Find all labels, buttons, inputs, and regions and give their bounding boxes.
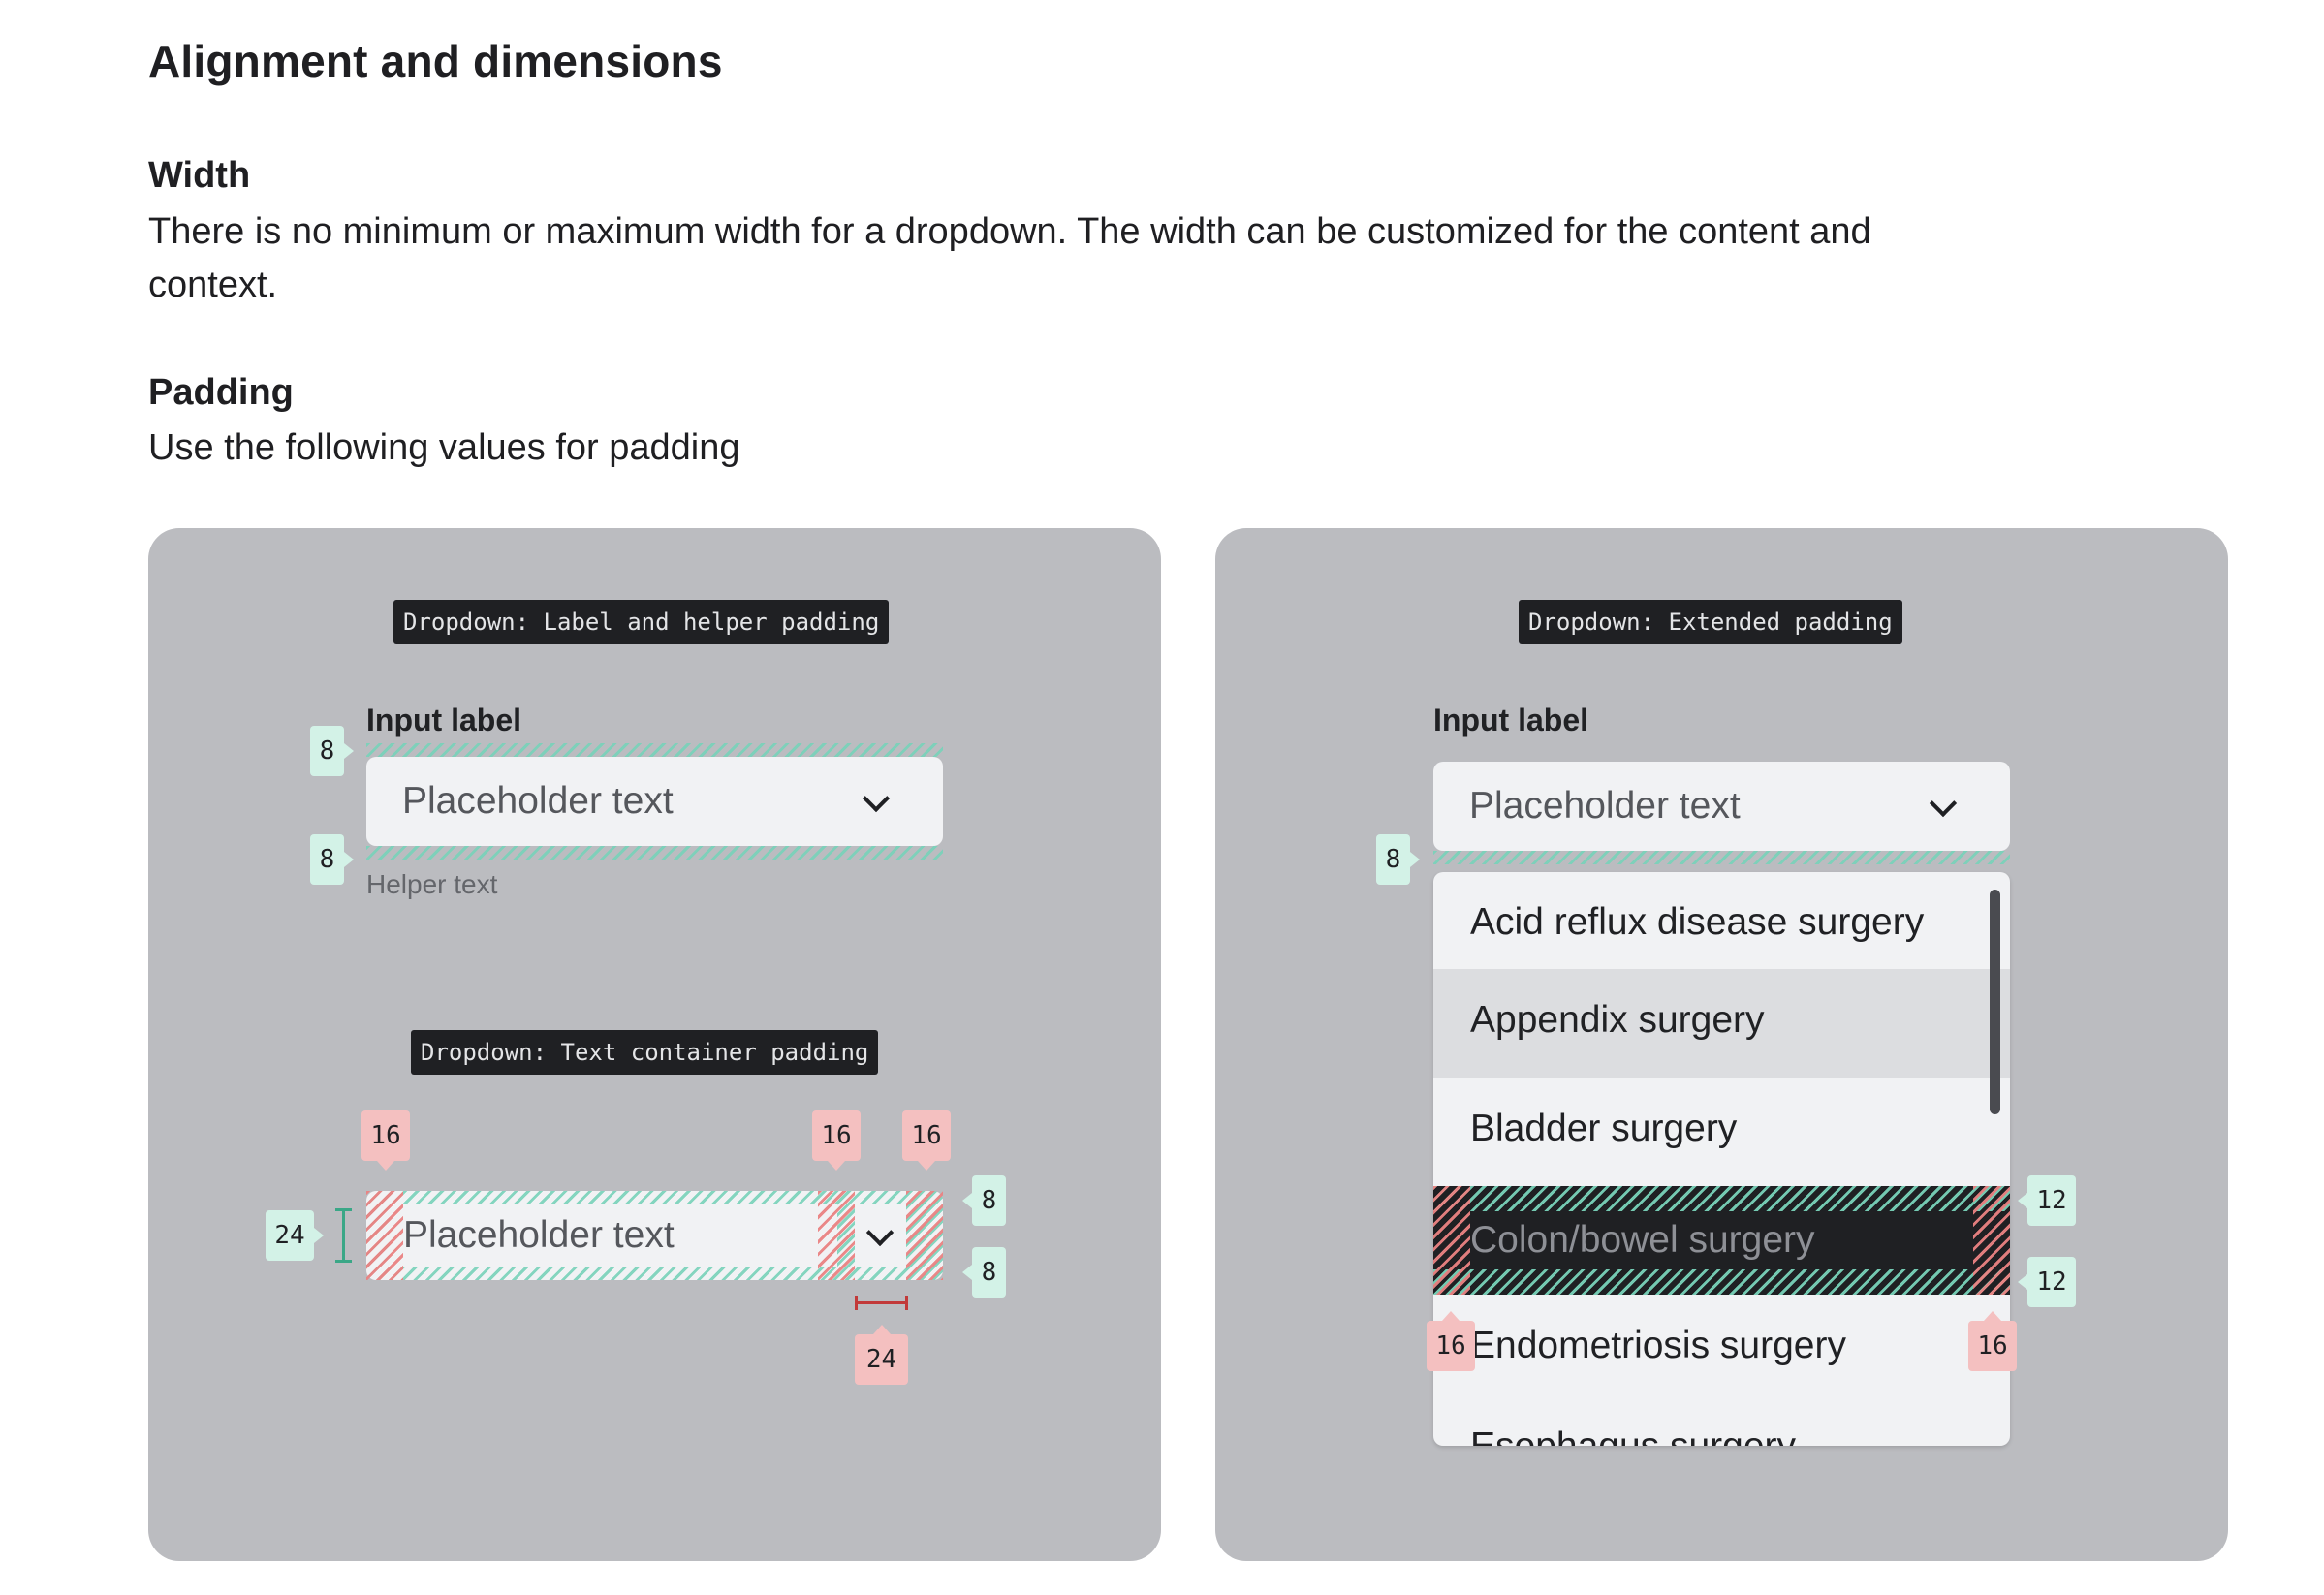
input-label: Input label [366, 703, 521, 737]
padding-indicator [906, 1191, 943, 1280]
spacing-badge: 8 [962, 1247, 1006, 1298]
menu-option[interactable]: Esophagus surgery [1433, 1403, 2010, 1446]
spacing-badge: 16 [902, 1110, 951, 1171]
padding-description: Use the following values for padding [148, 427, 740, 468]
helper-gap-indicator [366, 846, 943, 860]
label-gap-indicator [366, 743, 943, 757]
menu-scrollbar[interactable] [1990, 890, 2000, 1114]
menu-gap-indicator [1433, 851, 2010, 864]
menu-option-selected[interactable]: Colon/bowel surgery [1433, 1186, 2010, 1295]
spacing-badge: 16 [361, 1110, 410, 1171]
spec-tag-text-container: Dropdown: Text container padding [411, 1030, 879, 1075]
menu-option-label: Colon/bowel surgery [1470, 1219, 1815, 1261]
spacing-badge: 16 [812, 1110, 861, 1171]
dropdown-placeholder: Placeholder text [403, 1214, 675, 1256]
padding-heading: Padding [148, 372, 294, 413]
padding-indicator [1973, 1186, 2010, 1295]
spacing-badge: 8 [310, 834, 354, 885]
chevron-down-icon [1929, 789, 1958, 818]
input-label: Input label [1433, 703, 1588, 737]
width-description: There is no minimum or maximum width for… [148, 211, 1871, 305]
spacing-badge: 8 [310, 726, 354, 776]
width-measure-line [855, 1301, 908, 1304]
page-title: Alignment and dimensions [148, 36, 723, 86]
extended-padding-example-panel: Dropdown: Extended padding Input label P… [1215, 528, 2228, 1561]
helper-text: Helper text [366, 869, 498, 899]
spec-tag-extended: Dropdown: Extended padding [1519, 600, 1902, 644]
dropdown-field[interactable]: Placeholder text [366, 757, 943, 846]
padding-indicator [366, 1191, 403, 1280]
spacing-badge: 12 [2018, 1257, 2076, 1307]
dropdown-placeholder: Placeholder text [1469, 785, 1741, 827]
spacing-badge: 16 [1968, 1311, 2017, 1371]
spacing-badge: 8 [962, 1175, 1006, 1226]
measure-cap [855, 1296, 858, 1310]
icon-container [855, 1204, 906, 1267]
measure-cap [905, 1296, 908, 1310]
measure-cap [335, 1208, 352, 1211]
measure-cap [335, 1260, 352, 1263]
dropdown-menu: Acid reflux disease surgery Appendix sur… [1433, 872, 2010, 1446]
spacing-badge: 16 [1427, 1311, 1475, 1371]
menu-option[interactable]: Bladder surgery [1470, 1108, 1738, 1149]
spec-tag-label-helper: Dropdown: Label and helper padding [393, 600, 890, 644]
spacing-badge: 12 [2018, 1175, 2076, 1226]
menu-option[interactable]: Endometriosis surgery [1470, 1325, 1846, 1366]
padding-indicator [1433, 1186, 1470, 1295]
padding-indicator [1433, 1269, 2010, 1295]
padding-indicator [1433, 1186, 2010, 1211]
menu-option[interactable]: Acid reflux disease surgery [1470, 901, 1925, 943]
dropdown-field-spec[interactable]: Placeholder text [366, 1191, 943, 1280]
spacing-badge: 24 [855, 1325, 908, 1385]
padding-indicator [818, 1191, 855, 1280]
width-heading: Width [148, 155, 251, 196]
dropdown-field[interactable]: Placeholder text [1433, 762, 2010, 851]
chevron-down-icon [862, 784, 891, 813]
text-container [390, 1204, 837, 1267]
label-padding-example-panel: Dropdown: Label and helper padding Input… [148, 528, 1161, 1561]
spacing-badge: 8 [1376, 834, 1420, 885]
height-measure-line [342, 1208, 345, 1263]
menu-option-hover[interactable]: Appendix surgery [1433, 969, 2010, 1078]
spacing-badge: 24 [266, 1210, 324, 1261]
dropdown-placeholder: Placeholder text [402, 780, 674, 822]
